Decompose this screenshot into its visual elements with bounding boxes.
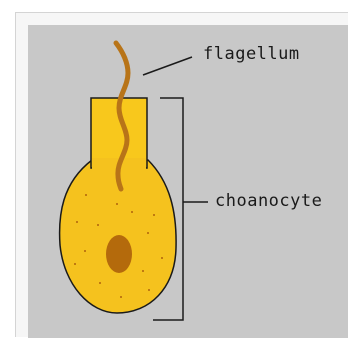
granule <box>147 232 149 234</box>
granule <box>99 282 101 284</box>
choanocyte-label: choanocyte <box>215 191 322 211</box>
granule <box>148 289 150 291</box>
granule <box>153 214 155 216</box>
granule <box>120 296 122 298</box>
flagellum-label: flagellum <box>203 44 300 64</box>
granule <box>97 224 99 226</box>
granule <box>161 257 163 259</box>
nucleus <box>106 235 132 273</box>
granule <box>116 203 118 205</box>
granule <box>76 221 78 223</box>
flagellum-pointer <box>143 57 192 75</box>
granule <box>84 250 86 252</box>
granule <box>74 263 76 265</box>
granule <box>131 211 133 213</box>
granule <box>142 270 144 272</box>
granule <box>85 194 87 196</box>
